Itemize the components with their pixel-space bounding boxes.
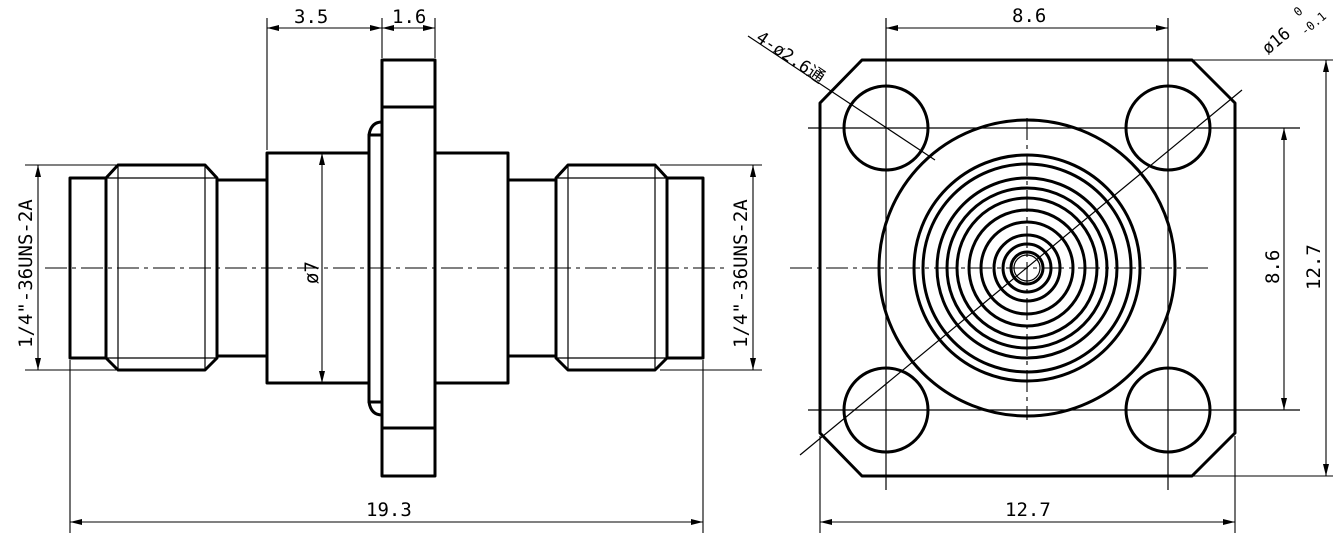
dim-flange-thickness: 1.6	[392, 6, 426, 28]
dim-body-length: 3.5	[294, 6, 328, 28]
hole-callout-leader	[747, 35, 936, 161]
dim-hole-spacing-top: 8.6	[1012, 5, 1046, 27]
dim-flange-height: 12.7	[1303, 244, 1325, 290]
mounting-hole-top-left	[842, 84, 930, 172]
ring-2	[912, 153, 1142, 383]
flange-fillet-top	[367, 120, 383, 136]
ring-6	[955, 196, 1099, 340]
center-pin-outer	[1009, 250, 1045, 286]
mounting-hole-bottom-right	[1124, 366, 1212, 454]
mounting-hole-bottom-left	[842, 366, 930, 454]
right-jack-end	[665, 176, 705, 360]
ring-3	[921, 162, 1133, 374]
right-connector	[506, 163, 705, 372]
flange-tolerance-upper: 0	[1291, 4, 1306, 19]
flange-diameter-leader	[799, 89, 1243, 456]
ring-8	[979, 220, 1075, 316]
dim-hole-spacing-right: 8.6	[1262, 250, 1284, 284]
side-view: 3.5 1.6 ø7 1/4"-36UNS-2A 1/4"-36UNS-2A 1…	[15, 6, 762, 533]
hole-callout: 4-ø2.6通	[752, 28, 828, 88]
left-connector	[68, 163, 269, 372]
ring-9	[992, 233, 1062, 303]
thread-spec-right: 1/4"-36UNS-2A	[730, 199, 752, 348]
dim-flange-width: 12.7	[1005, 499, 1051, 521]
ring-5	[945, 186, 1109, 350]
ring-4	[935, 176, 1119, 360]
dim-overall-length: 19.3	[366, 499, 412, 521]
flange-fillet-bottom	[367, 401, 383, 417]
ring-10	[1001, 242, 1053, 294]
dim-flange-diameter: ø16	[1258, 24, 1294, 59]
ring-1	[877, 118, 1177, 418]
front-view: 8.6 4-ø2.6通 ø16 0 -0.1 8.6 12.7 12.7	[747, 4, 1333, 533]
ring-7	[967, 208, 1087, 328]
dim-body-diameter: ø7	[301, 261, 323, 284]
mounting-hole-top-right	[1124, 84, 1212, 172]
center-pin-inner	[1013, 254, 1041, 282]
thread-spec-left: 1/4"-36UNS-2A	[15, 199, 37, 348]
